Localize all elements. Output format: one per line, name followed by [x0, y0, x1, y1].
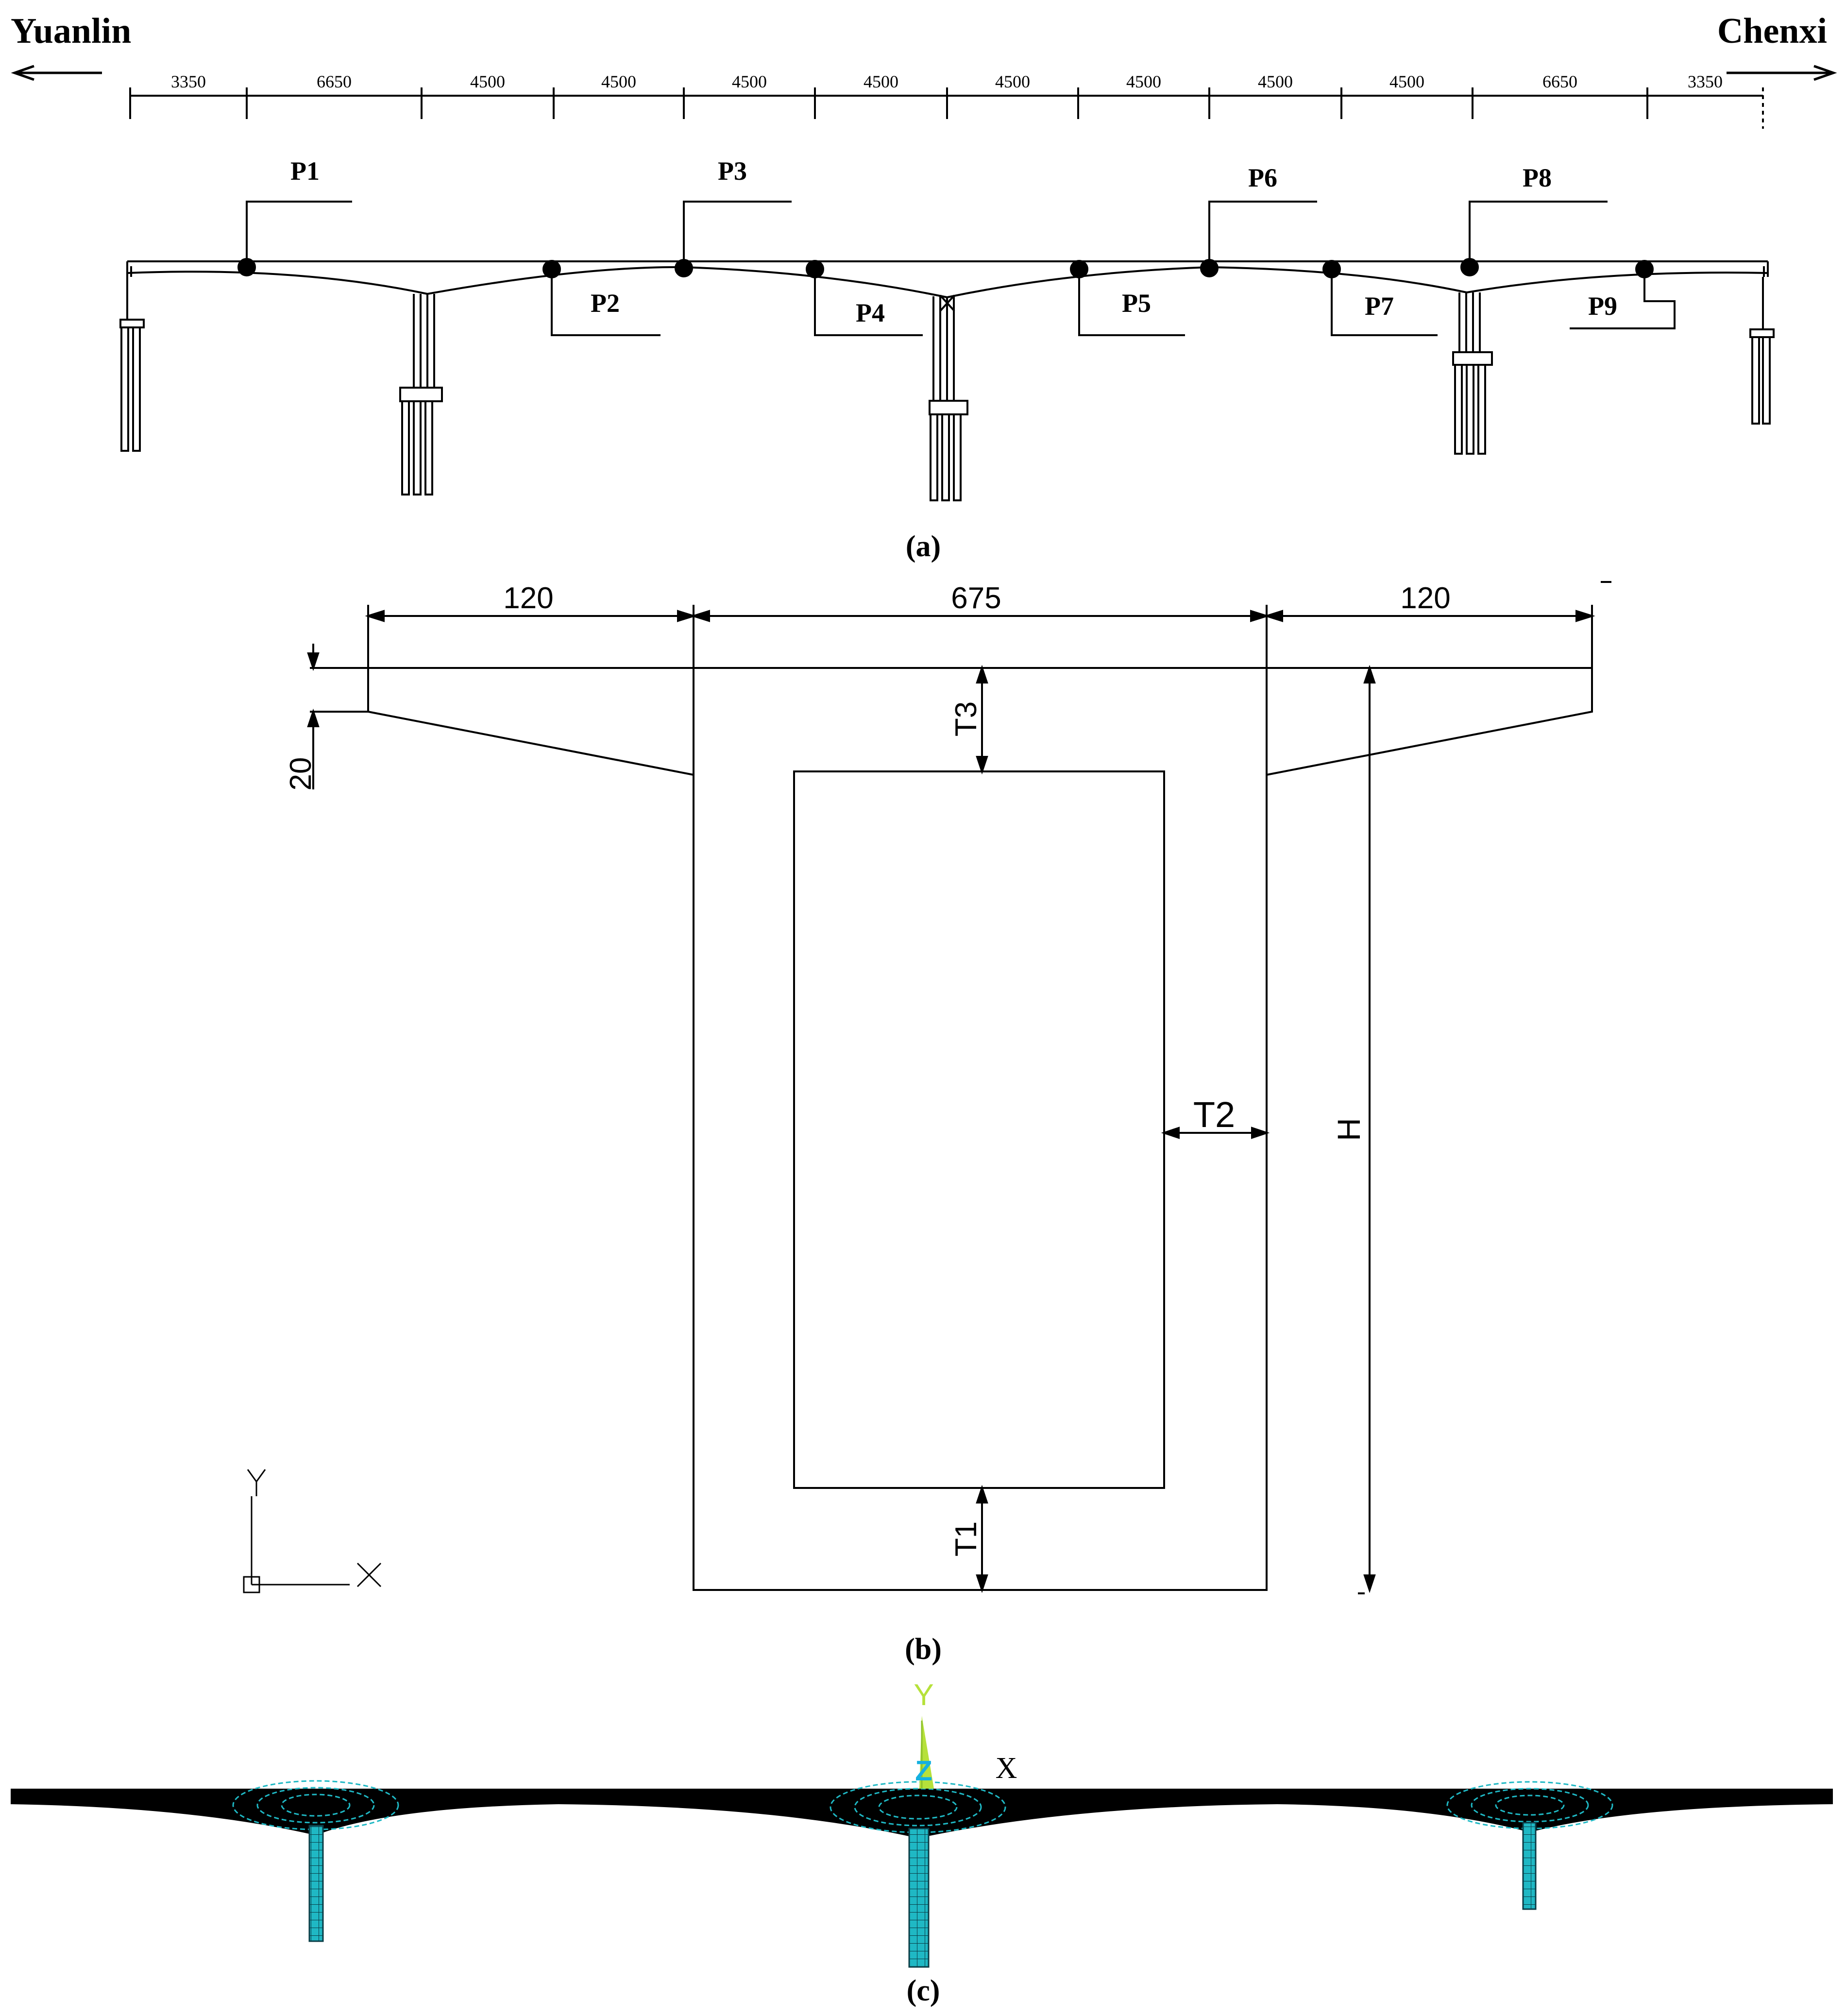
panel-a-elevation: Yuanlin Chenxi 3350 — [11, 11, 1837, 563]
t2-dimension — [1161, 1127, 1270, 1139]
span-label: 4500 — [470, 72, 505, 91]
span-label: 3350 — [1688, 72, 1723, 91]
direction-left-label: Yuanlin — [11, 11, 131, 51]
span-label: 4500 — [1389, 72, 1424, 91]
point-label-p9: P9 — [1588, 291, 1617, 321]
fe-pier-2 — [908, 1828, 930, 1968]
span-labels: 3350 6650 4500 4500 4500 4500 4500 4500 … — [171, 72, 1723, 91]
top-dimension-line — [365, 581, 1611, 668]
pier-1 — [399, 294, 443, 495]
arrow-left-icon — [11, 65, 102, 81]
label-h: H — [1331, 1118, 1367, 1141]
point-label-p4: P4 — [856, 298, 885, 327]
fe-pier-1 — [308, 1825, 324, 1942]
caption-a: (a) — [906, 530, 941, 563]
point-label-p7: P7 — [1365, 291, 1394, 321]
point-labels: P1 P2 P3 P4 P5 P6 P7 P8 P9 — [290, 156, 1617, 327]
coordinate-triad — [243, 1469, 382, 1593]
span-label: 4500 — [1258, 72, 1293, 91]
axis-x-label: X — [996, 1752, 1017, 1785]
bridge-deck — [126, 260, 1769, 299]
fe-deck — [11, 1789, 1833, 1838]
point-label-p5: P5 — [1122, 289, 1151, 318]
span-label: 3350 — [171, 72, 206, 91]
direction-right-label: Chenxi — [1717, 11, 1827, 51]
dim-right-flange: 120 — [1400, 581, 1450, 615]
point-leaders — [246, 201, 1676, 336]
axis-y-arrow — [919, 1716, 934, 1789]
caption-b: (b) — [905, 1633, 942, 1666]
arrow-right-icon — [1727, 65, 1837, 81]
h-dimension — [1358, 665, 1376, 1594]
point-label-p1: P1 — [290, 156, 320, 186]
t3-dimension — [976, 665, 988, 775]
pier-2 — [929, 294, 968, 501]
abutment-right — [1749, 277, 1775, 425]
abutment-left — [119, 277, 145, 452]
span-label: 4500 — [864, 72, 898, 91]
fe-pier-3 — [1522, 1822, 1537, 1910]
span-label: 4500 — [995, 72, 1030, 91]
point-label-p2: P2 — [591, 289, 620, 318]
point-label-p3: P3 — [718, 156, 747, 186]
span-dimension-line — [129, 87, 1764, 129]
label-t3: T3 — [949, 701, 983, 736]
panel-b-cross-section: 120 675 120 20 T3 T2 — [243, 581, 1611, 1666]
point-label-p8: P8 — [1523, 163, 1552, 192]
caption-c: (c) — [907, 1974, 940, 2007]
axis-z-label: Z — [915, 1755, 932, 1787]
dim-flange-tip: 20 — [284, 757, 318, 791]
axis-y-label: Y — [914, 1678, 933, 1712]
span-label: 4500 — [601, 72, 636, 91]
panel-c-fe-model: Y Z X (c) — [11, 1678, 1833, 2007]
span-label: 6650 — [1542, 72, 1577, 91]
point-label-p6: P6 — [1248, 163, 1277, 192]
top-dimension-labels: 120 675 120 — [503, 581, 1450, 615]
label-t1: T1 — [949, 1521, 983, 1556]
label-t2: T2 — [1193, 1094, 1235, 1135]
dim-box-width: 675 — [951, 581, 1001, 615]
pier-3 — [1452, 292, 1493, 455]
span-label: 4500 — [1126, 72, 1161, 91]
t1-dimension — [976, 1485, 988, 1593]
box-girder-outline — [367, 667, 1593, 1591]
span-label: 4500 — [732, 72, 767, 91]
flange-tip-dimension — [307, 644, 368, 789]
span-label: 6650 — [317, 72, 352, 91]
dim-left-flange: 120 — [503, 581, 553, 615]
fe-global-axes: Y Z X — [914, 1678, 1017, 1789]
